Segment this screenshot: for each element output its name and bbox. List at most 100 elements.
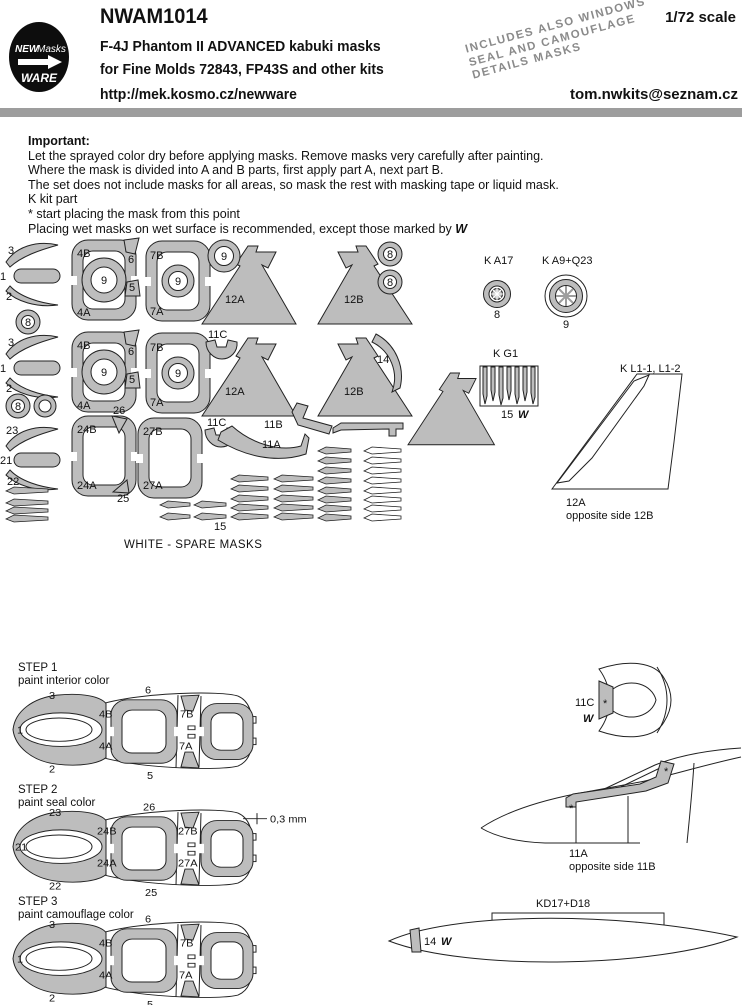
svg-text:3: 3 xyxy=(8,337,14,349)
svg-text:7A: 7A xyxy=(150,397,164,409)
step3-diagram: 3 6 1 2 5 4B 4A 7B 7A xyxy=(12,914,257,1005)
svg-text:27B: 27B xyxy=(178,826,198,838)
wheel-large xyxy=(544,274,588,318)
svg-text:11C: 11C xyxy=(575,697,594,709)
mask-strip xyxy=(363,495,402,504)
svg-text:6: 6 xyxy=(128,346,134,358)
mask-strip xyxy=(273,503,314,512)
product-code: NWAM1014 xyxy=(100,5,208,28)
note-line: Placing wet masks on wet surface is reco… xyxy=(28,221,468,236)
wet-symbol: W xyxy=(583,713,595,725)
mask-strip xyxy=(230,512,269,521)
svg-text:11C: 11C xyxy=(207,417,226,429)
step2-header: STEP 2 paint seal color xyxy=(18,784,96,809)
svg-text:24B: 24B xyxy=(77,424,97,436)
svg-text:5: 5 xyxy=(129,374,135,386)
note-line: Let the sprayed color dry before applyin… xyxy=(28,148,544,163)
svg-text:24A: 24A xyxy=(77,480,97,492)
tolerance-note: 0,3 mm xyxy=(270,814,307,826)
svg-text:12A: 12A xyxy=(225,294,245,306)
svg-text:2: 2 xyxy=(6,291,12,303)
scale-note: 1/72 scale xyxy=(665,9,736,26)
tank-title: KD17+D18 xyxy=(536,898,590,910)
part-a9-label: K A9+Q23 xyxy=(542,255,592,267)
mask-strip xyxy=(317,476,352,485)
svg-text:4A: 4A xyxy=(99,970,113,982)
mask-strip xyxy=(273,474,314,483)
contact-email: tom.nwkits@seznam.cz xyxy=(569,86,738,103)
svg-text:6: 6 xyxy=(128,254,134,266)
mask-strip xyxy=(363,466,402,475)
svg-text:14: 14 xyxy=(377,354,389,366)
mask-strip xyxy=(317,486,352,495)
walkway-strips xyxy=(5,446,402,523)
mask-strip xyxy=(363,504,402,513)
kit-parts-diagrams: K A17 8 K A9+Q23 9 K G1 15 W xyxy=(407,255,683,522)
svg-text:1: 1 xyxy=(17,725,23,737)
svg-text:2: 2 xyxy=(49,764,55,776)
svg-text:7B: 7B xyxy=(180,709,193,721)
svg-text:9: 9 xyxy=(175,368,181,380)
svg-text:3: 3 xyxy=(8,245,14,257)
svg-text:6: 6 xyxy=(145,914,151,926)
svg-text:1: 1 xyxy=(0,271,6,283)
svg-text:27A: 27A xyxy=(178,858,198,870)
step2-diagram: 0,3 mm 23 26 21 22 25 24B 24A 27B 27A xyxy=(12,802,307,899)
svg-text:25: 25 xyxy=(145,887,157,899)
mask-strip xyxy=(317,456,352,465)
mask-strip xyxy=(317,513,352,522)
svg-text:1: 1 xyxy=(17,954,23,966)
mask-strip xyxy=(317,446,352,455)
important-notes: Important: Let the sprayed color dry bef… xyxy=(28,134,728,236)
mask-strip xyxy=(193,512,227,521)
logo-ware: WARE xyxy=(21,71,58,85)
svg-text:25: 25 xyxy=(117,493,129,505)
mask-row-3: 23 21 22 24B 24A 27B 27A 26 25 11C 11B 1… xyxy=(0,402,404,505)
svg-text:2: 2 xyxy=(49,993,55,1005)
mask-strip xyxy=(230,503,269,512)
wet-symbol: W xyxy=(518,409,530,421)
mask-strip xyxy=(159,500,191,509)
svg-text:11A: 11A xyxy=(262,439,281,451)
wheel-small xyxy=(483,280,511,308)
drop-tank-diagram xyxy=(387,912,739,963)
mask-strip xyxy=(5,498,49,507)
logo-arrow-icon xyxy=(18,55,62,69)
svg-text:26: 26 xyxy=(113,405,125,417)
mask-row-2: 3 1 2 4B 4A 6 5 7B 7A 9 9 11C 12A 12B 14… xyxy=(0,329,413,419)
svg-text:1: 1 xyxy=(0,363,6,375)
note-line: The set does not include masks for all a… xyxy=(28,177,559,192)
step3-header: STEP 3 paint camouflage color xyxy=(18,896,134,921)
fuselage-side-view: * * xyxy=(480,747,742,844)
mask-strip xyxy=(317,495,352,504)
grille xyxy=(479,365,539,407)
mask-strip xyxy=(193,500,227,509)
newware-logo: NEW Masks WARE xyxy=(9,22,69,92)
mask-strip xyxy=(273,484,314,493)
svg-text:12B: 12B xyxy=(344,386,364,398)
mask-strip xyxy=(5,486,49,495)
mask-strip xyxy=(363,476,402,485)
svg-text:5: 5 xyxy=(147,999,153,1005)
svg-text:*: * xyxy=(603,698,608,710)
tail-fin-diagram xyxy=(407,372,683,490)
svg-text:5: 5 xyxy=(147,770,153,782)
svg-text:8: 8 xyxy=(387,277,393,289)
svg-text:27B: 27B xyxy=(143,426,163,438)
part-g1-label: K G1 xyxy=(493,348,518,360)
svg-text:4B: 4B xyxy=(77,340,90,352)
svg-text:7B: 7B xyxy=(150,250,163,262)
svg-text:22: 22 xyxy=(49,881,61,893)
svg-text:4A: 4A xyxy=(77,400,91,412)
svg-text:8: 8 xyxy=(494,309,500,321)
mask-strip xyxy=(363,446,402,455)
svg-text:21: 21 xyxy=(15,842,27,854)
mask-strip xyxy=(363,513,402,522)
strip-count-label: 15 xyxy=(214,521,226,533)
mask-row-1: 3 1 2 8 4B 4A 6 5 7B 7A 9 9 9 12A 12B 8 … xyxy=(0,238,413,335)
mask-strip xyxy=(363,456,402,465)
svg-text:26: 26 xyxy=(143,802,155,814)
svg-text:27A: 27A xyxy=(143,480,163,492)
mask-strip xyxy=(230,484,269,493)
website-url: http://mek.kosmo.cz/newware xyxy=(100,86,297,103)
